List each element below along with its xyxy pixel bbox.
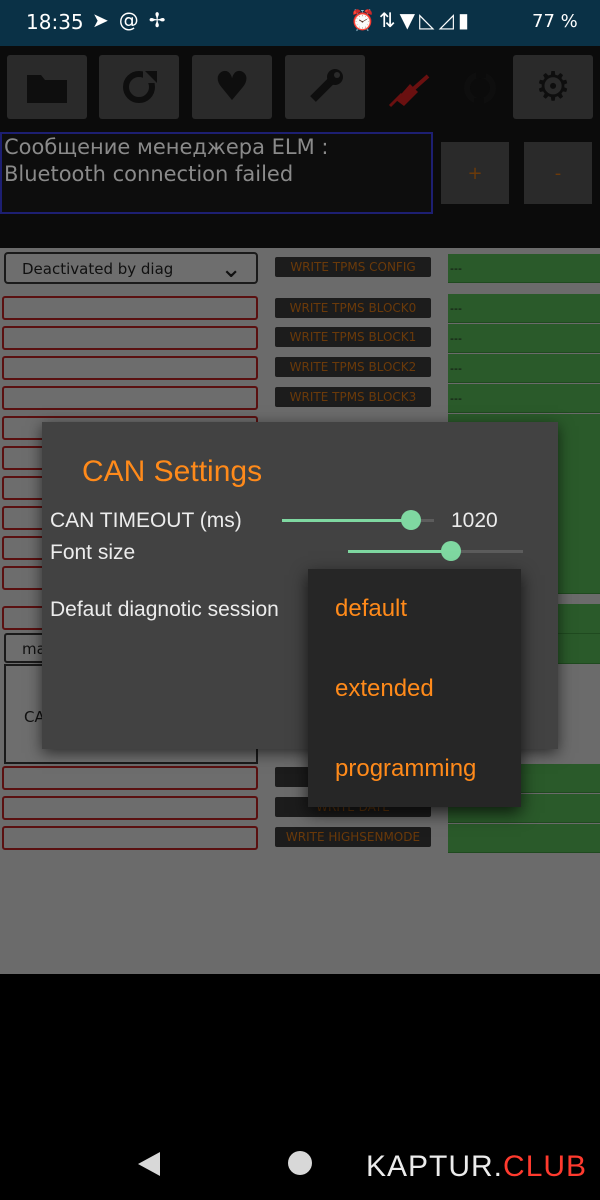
block1-field[interactable] [2, 326, 258, 350]
connect-button[interactable] [388, 70, 434, 114]
menu-option-default[interactable]: default [335, 595, 408, 622]
at-icon: @ [118, 8, 149, 32]
can-timeout-value: 1020 [451, 509, 498, 532]
heart-icon: ♥ [214, 64, 250, 110]
menu-option-extended[interactable]: extended [335, 675, 434, 702]
value-cell: --- [448, 324, 600, 353]
refresh-icon [123, 69, 157, 103]
gear-icon: ⚙ [535, 64, 571, 110]
wifi-icon: ▼ [399, 8, 420, 32]
dialog-title: CAN Settings [82, 455, 263, 488]
slider-fill [282, 519, 411, 522]
folder-icon [27, 75, 67, 103]
watermark-logo: KAPTUR.CLUB [366, 1150, 588, 1183]
favorite-button[interactable]: ♥ [192, 55, 272, 119]
highsenmode-field[interactable] [2, 826, 258, 850]
back-button[interactable] [136, 1150, 162, 1182]
can-timeout-label: CAN TIMEOUT (ms) [50, 509, 242, 532]
telegram-icon: ➤ [92, 8, 119, 32]
slider-fill [348, 550, 451, 553]
tpms-mode-dropdown[interactable]: Deactivated by diag ⌄ [4, 252, 258, 284]
value-cell [448, 824, 600, 853]
can-timeout-slider[interactable] [282, 510, 434, 530]
status-time: 18:35 [26, 10, 84, 34]
alarm-icon: ⏰ [350, 8, 379, 32]
write-block3-button[interactable]: WRITE TPMS BLOCK3 [275, 387, 431, 407]
back-icon [138, 1152, 160, 1176]
plus-button[interactable]: + [441, 142, 509, 204]
sync-button[interactable] [458, 66, 502, 114]
value-cell: --- [448, 354, 600, 383]
menu-option-programming[interactable]: programming [335, 755, 477, 782]
font-size-label: Font size [50, 541, 136, 564]
battery-percent: 77 % [532, 11, 578, 32]
value-cell: --- [448, 384, 600, 413]
signal-icon: ◿ [438, 8, 458, 32]
slider-thumb[interactable] [401, 510, 421, 530]
data-arrows-icon: ⇅ [378, 8, 400, 32]
battery-icon: ▮ [457, 8, 473, 32]
dropdown-value: Deactivated by diag [22, 260, 174, 278]
block3-field[interactable] [2, 386, 258, 410]
sync-icon [464, 66, 496, 110]
input-field[interactable] [2, 766, 258, 790]
folder-button[interactable] [7, 55, 87, 119]
value-cell: --- [448, 294, 600, 323]
satellite-icon [388, 74, 430, 108]
elm-message-box: Сообщение менеджера ELM : Bluetooth conn… [0, 132, 433, 214]
home-button[interactable] [288, 1151, 312, 1175]
signal-off-icon: ◺ [419, 8, 439, 32]
refresh-button[interactable] [99, 55, 179, 119]
session-options-menu [308, 569, 521, 807]
block0-field[interactable] [2, 296, 258, 320]
write-highsenmode-button[interactable]: WRITE HIGHSENMODE [275, 827, 431, 847]
status-notification-icons: ➤@✢ [92, 8, 176, 32]
input-field[interactable] [2, 796, 258, 820]
gear-button[interactable]: ⚙ [513, 55, 593, 119]
wrench-icon [310, 69, 343, 102]
settings-tools-button[interactable] [285, 55, 365, 119]
slider-thumb[interactable] [441, 541, 461, 561]
font-size-slider[interactable] [348, 541, 523, 561]
write-block2-button[interactable]: WRITE TPMS BLOCK2 [275, 357, 431, 377]
write-block1-button[interactable]: WRITE TPMS BLOCK1 [275, 327, 431, 347]
value-cell: --- [448, 254, 600, 283]
diag-session-label: Defaut diagnotic session [50, 598, 279, 621]
write-tpms-config-button[interactable]: WRITE TPMS CONFIG [275, 257, 431, 277]
status-system-icons: ⏰⇅▼◺◿▮ [350, 8, 473, 32]
chevron-down-icon: ⌄ [220, 254, 242, 284]
odnoklassniki-icon: ✢ [148, 8, 176, 32]
status-bar [0, 0, 600, 46]
minus-button[interactable]: - [524, 142, 592, 204]
block2-field[interactable] [2, 356, 258, 380]
write-block0-button[interactable]: WRITE TPMS BLOCK0 [275, 298, 431, 318]
